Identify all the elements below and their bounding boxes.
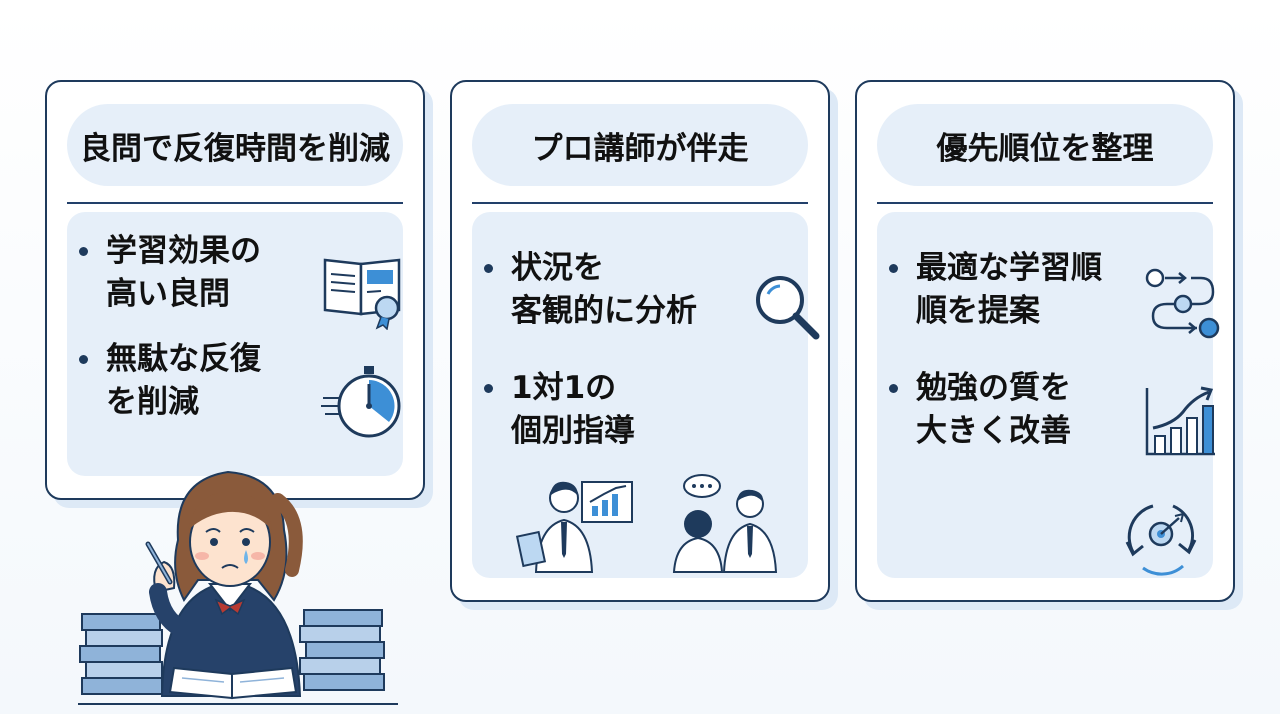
bullet-item: 最適な学習順 順を提案	[889, 247, 1102, 333]
feature-card-questions: 良問で反復時間を削減 学習効果の 高い良問 無駄な反復 を削減	[45, 80, 425, 500]
divider	[877, 202, 1213, 204]
divider	[472, 202, 808, 204]
feature-card-tutor: プロ講師が伴走 状況を 客観的に分析 1対1の 個別指導	[450, 80, 830, 602]
feature-card-priority: 優先順位を整理 最適な学習順 順を提案 勉強の質を 大きく改善	[855, 80, 1235, 602]
bullet-text: 最適な学習順 順を提案	[916, 250, 1102, 329]
tutoring-illustration	[672, 474, 778, 573]
bullet-item: 無駄な反復 を削減	[79, 338, 261, 424]
bullet-text: 無駄な反復 を削減	[106, 341, 261, 420]
magnifier-icon	[756, 276, 820, 340]
bullet-text: 1対1の 個別指導	[511, 370, 635, 449]
bullet-dot	[79, 355, 88, 364]
flow-path-icon	[1145, 268, 1220, 339]
card-title: 優先順位を整理	[877, 104, 1213, 186]
bullet-item: 勉強の質を 大きく改善	[889, 367, 1071, 453]
bullet-text: 勉強の質を 大きく改善	[916, 370, 1071, 449]
open-book-award-icon	[323, 258, 401, 330]
bullet-item: 状況を 客観的に分析	[484, 247, 697, 333]
bullet-dot	[484, 384, 493, 393]
cycle-target-icon	[1125, 504, 1197, 576]
bullet-text: 学習効果の 高い良問	[106, 233, 261, 312]
card-title: 良問で反復時間を削減	[67, 104, 403, 186]
card-body: 学習効果の 高い良問 無駄な反復 を削減	[67, 212, 403, 476]
bullet-text: 状況を 客観的に分析	[511, 250, 697, 329]
bullet-dot	[889, 384, 898, 393]
bullet-item: 1対1の 個別指導	[484, 367, 635, 453]
card-body: 最適な学習順 順を提案 勉強の質を 大きく改善	[877, 212, 1220, 578]
bullet-dot	[79, 247, 88, 256]
bullet-dot	[484, 264, 493, 273]
worried-student-illustration	[78, 470, 398, 705]
bullet-dot	[889, 264, 898, 273]
stopwatch-icon	[321, 366, 401, 438]
growth-chart-icon	[1145, 386, 1215, 456]
card-title: プロ講師が伴走	[472, 104, 808, 186]
card-body: 状況を 客観的に分析 1対1の 個別指導	[472, 212, 820, 578]
bullet-item: 学習効果の 高い良問	[79, 230, 261, 316]
teacher-chart-illustration	[515, 481, 633, 573]
divider	[67, 202, 403, 204]
